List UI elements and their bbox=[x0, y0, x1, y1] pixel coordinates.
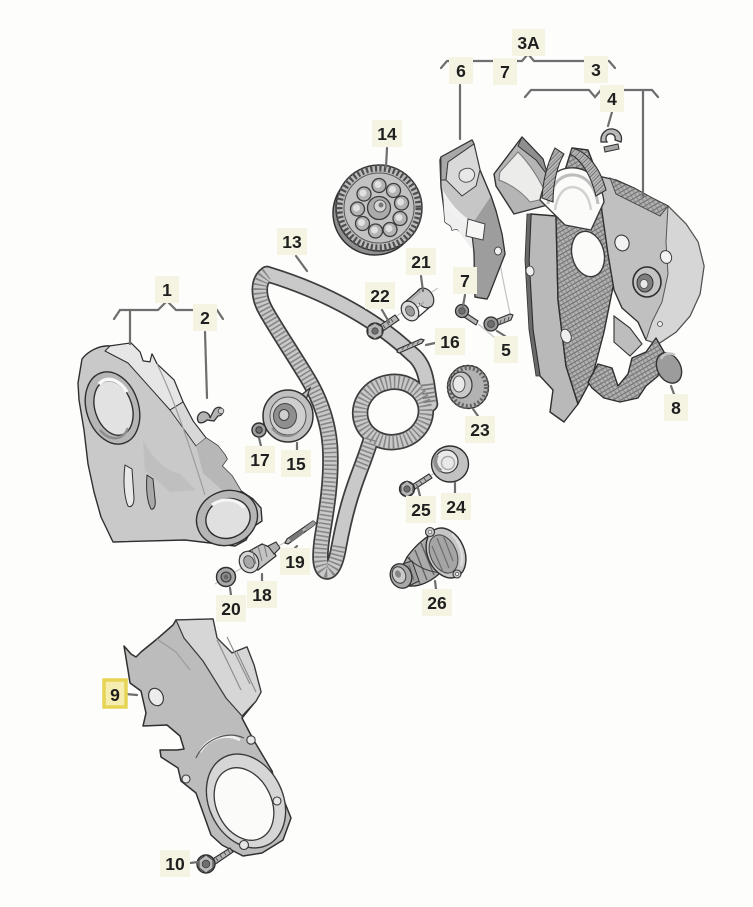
svg-text:6: 6 bbox=[456, 61, 466, 81]
svg-text:25: 25 bbox=[411, 500, 431, 520]
svg-text:16: 16 bbox=[440, 332, 460, 352]
svg-text:3: 3 bbox=[591, 60, 601, 80]
svg-text:13: 13 bbox=[282, 232, 302, 252]
svg-text:9: 9 bbox=[110, 685, 120, 705]
svg-text:3A: 3A bbox=[517, 33, 540, 53]
svg-text:8: 8 bbox=[671, 398, 681, 418]
svg-text:15: 15 bbox=[286, 454, 306, 474]
svg-text:22: 22 bbox=[370, 286, 390, 306]
svg-text:18: 18 bbox=[252, 585, 272, 605]
svg-text:19: 19 bbox=[285, 552, 305, 572]
svg-text:24: 24 bbox=[446, 497, 466, 517]
svg-text:1: 1 bbox=[162, 280, 172, 300]
svg-text:2: 2 bbox=[200, 308, 210, 328]
svg-text:26: 26 bbox=[427, 593, 447, 613]
svg-text:4: 4 bbox=[607, 89, 617, 109]
svg-text:23: 23 bbox=[470, 420, 490, 440]
svg-text:14: 14 bbox=[377, 124, 397, 144]
svg-text:20: 20 bbox=[221, 599, 241, 619]
svg-text:21: 21 bbox=[411, 252, 431, 272]
svg-text:10: 10 bbox=[165, 854, 185, 874]
svg-text:7: 7 bbox=[460, 271, 470, 291]
svg-text:5: 5 bbox=[501, 340, 511, 360]
svg-text:7: 7 bbox=[500, 62, 510, 82]
svg-text:17: 17 bbox=[250, 450, 269, 470]
